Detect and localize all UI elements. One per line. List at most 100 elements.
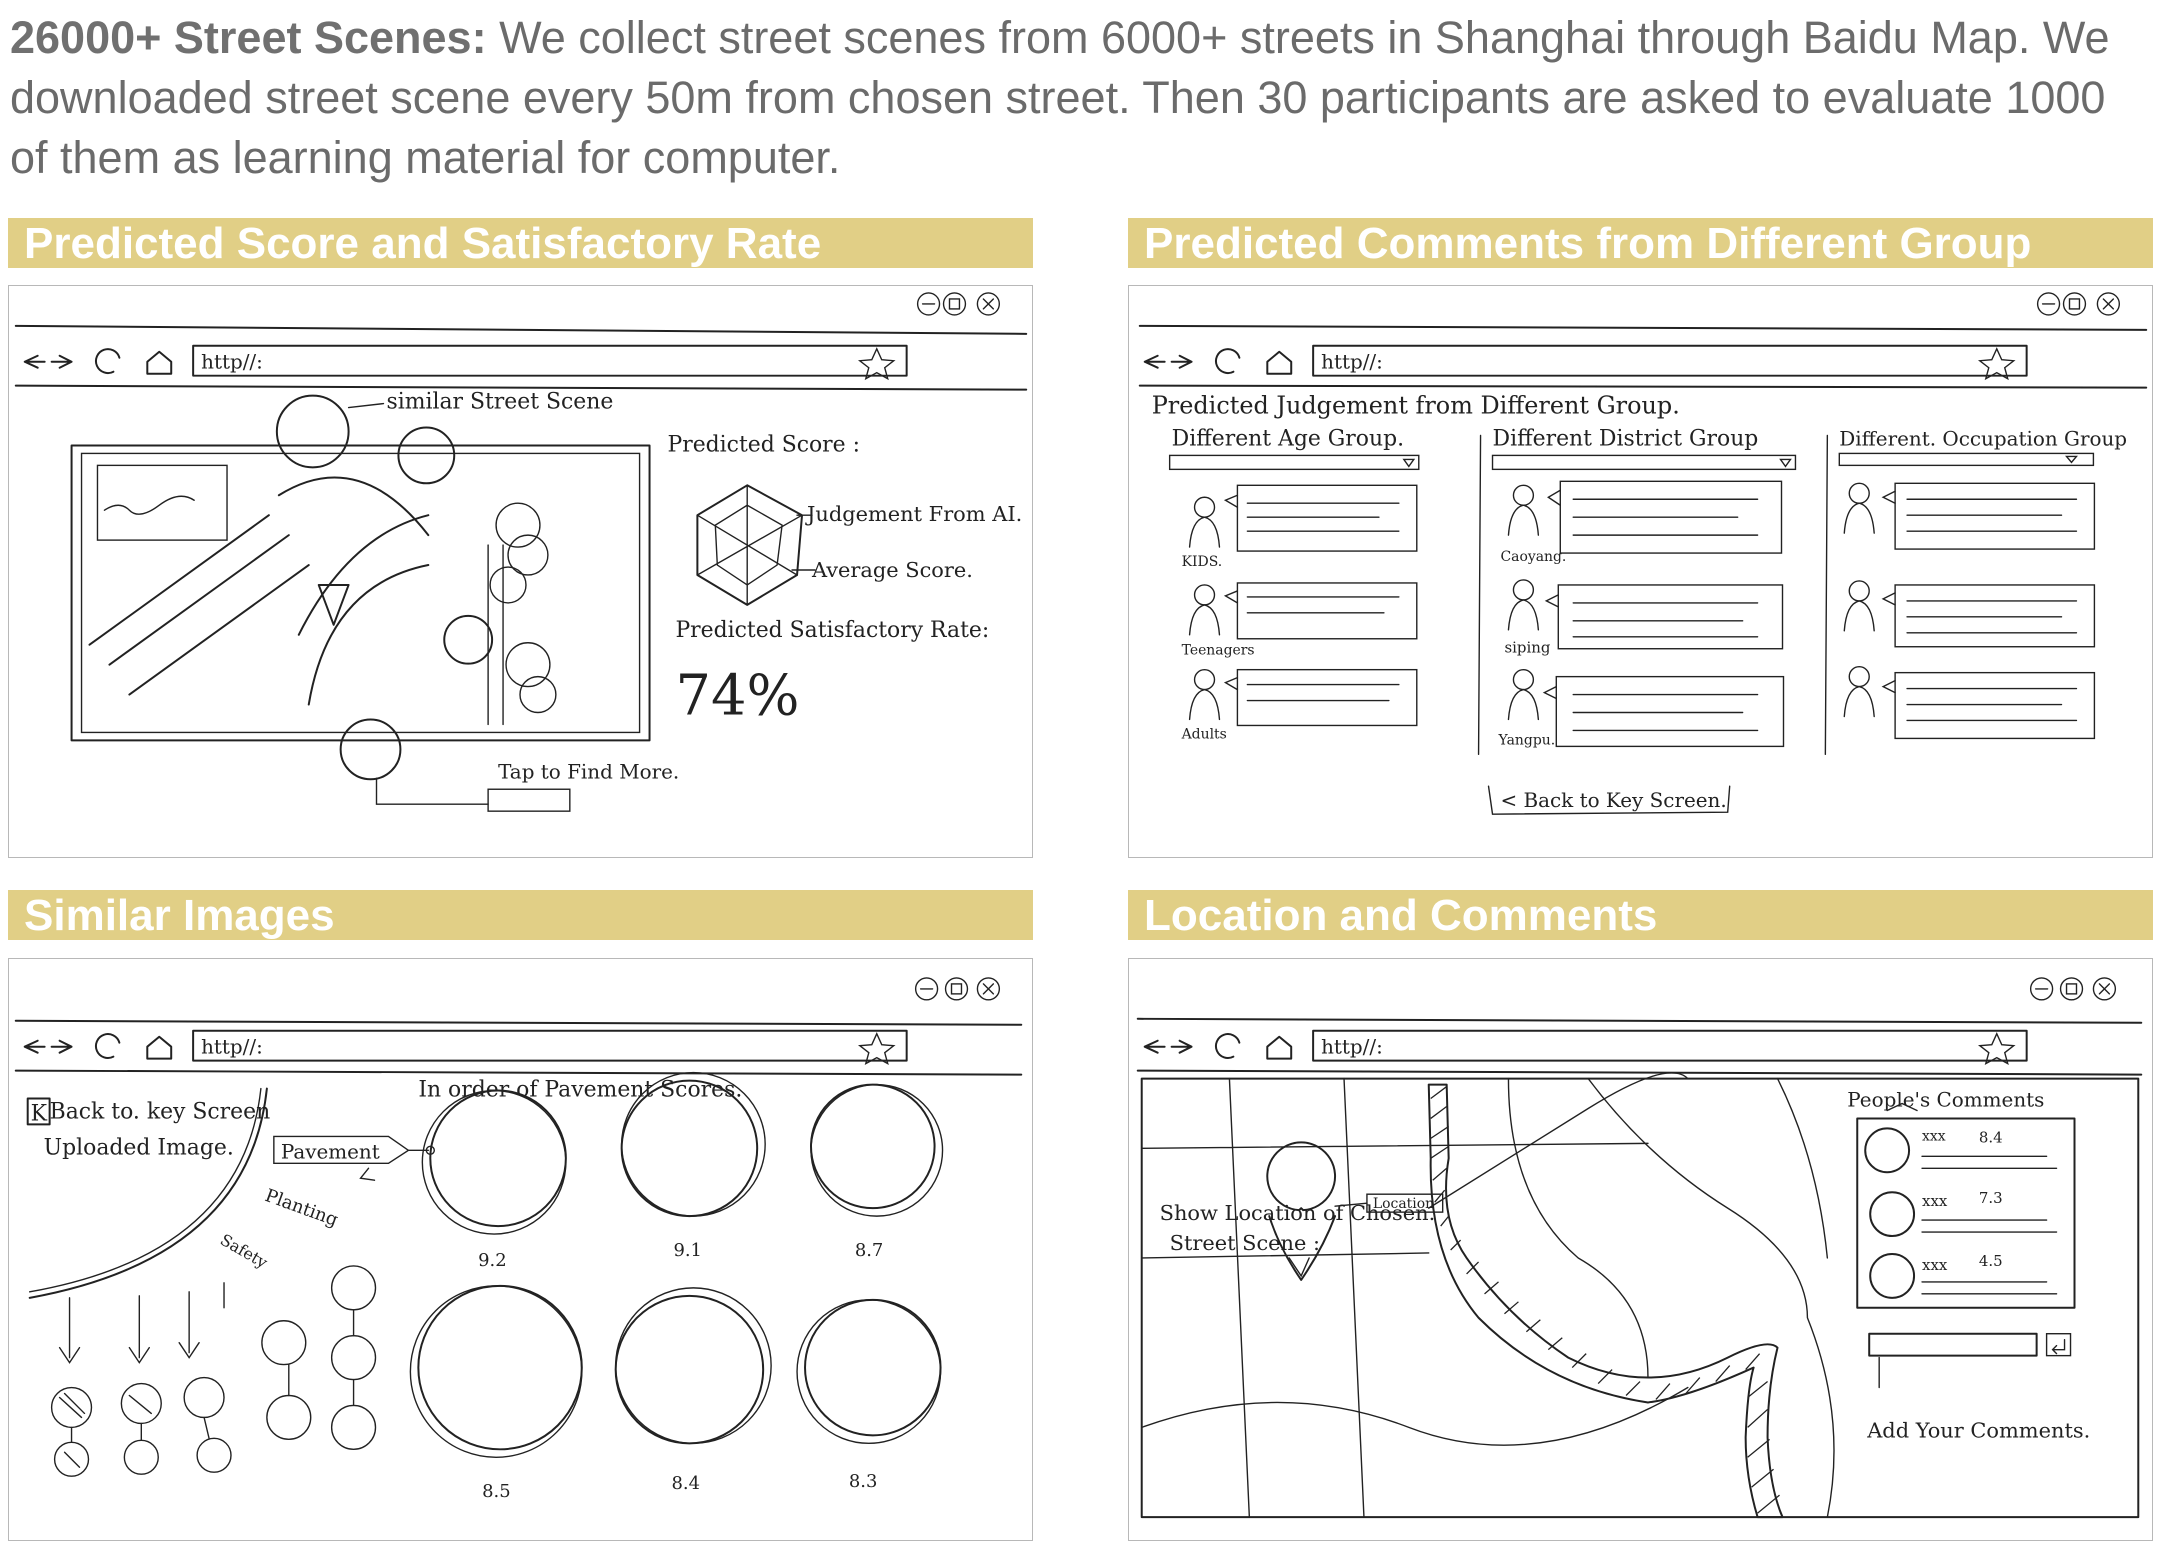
forward-arrow-icon[interactable]: [50, 354, 73, 369]
branch-pavement-tag[interactable]: [273, 1135, 410, 1164]
close-icon[interactable]: [976, 977, 1001, 1001]
back-key-screen-button[interactable]: < Back to Key Screen.: [1500, 789, 1726, 812]
bookmark-star-icon[interactable]: [1977, 347, 2016, 381]
satisfactory-rate-value: 74%: [675, 663, 799, 728]
district-item-label: siping: [1504, 639, 1550, 657]
close-icon[interactable]: [976, 292, 1001, 316]
comment-user: xxx: [1922, 1256, 1948, 1274]
person-icon: [1848, 665, 1870, 688]
home-icon[interactable]: [1266, 1035, 1293, 1060]
forward-arrow-icon[interactable]: [50, 1039, 73, 1054]
home-icon[interactable]: [1266, 350, 1293, 375]
similar-image-thumb[interactable]: [429, 1089, 567, 1228]
tap-find-more-label: Tap to Find More.: [498, 760, 679, 783]
close-icon[interactable]: [2092, 977, 2117, 1001]
maximize-icon[interactable]: [2059, 977, 2084, 1001]
comment-row[interactable]: xxx 8.4: [1864, 1127, 2058, 1174]
similar-street-label: similar Street Scene: [386, 390, 613, 415]
maximize-icon[interactable]: [944, 977, 969, 1001]
similar-image-thumb[interactable]: [417, 1284, 583, 1451]
sketch-location: http//:: [1136, 977, 2143, 1519]
bookmark-star-icon[interactable]: [857, 1032, 896, 1066]
close-icon[interactable]: [2096, 292, 2121, 316]
address-bar[interactable]: [1312, 344, 2028, 377]
map-view[interactable]: Location Show Location of Chosen. Street…: [1140, 1072, 2140, 1519]
predicted-score-label: Predicted Score :: [667, 432, 859, 457]
comment-bubble: [1557, 584, 1784, 650]
district-group-dropdown[interactable]: [1491, 454, 1797, 471]
address-bar[interactable]: [192, 344, 908, 377]
occupation-group-dropdown[interactable]: [1838, 452, 2095, 467]
refresh-icon[interactable]: [1214, 348, 1241, 375]
back-key-screen-icon[interactable]: [26, 1097, 51, 1126]
minimize-icon[interactable]: [916, 292, 941, 316]
similar-scene-circle[interactable]: [339, 718, 402, 781]
similar-scene-circle[interactable]: [443, 614, 494, 665]
address-bar[interactable]: [1312, 1029, 2028, 1062]
forward-arrow-icon[interactable]: [1170, 1039, 1193, 1054]
minimize-icon[interactable]: [2029, 977, 2054, 1001]
age-item-label: Teenagers: [1182, 643, 1255, 659]
location-pin-icon[interactable]: [1266, 1141, 1337, 1212]
location-tag[interactable]: [1366, 1193, 1444, 1213]
age-item-label: Adults: [1181, 726, 1227, 742]
back-key-screen-button[interactable]: Back to. key Screen: [50, 1099, 271, 1124]
submit-comment-button[interactable]: [2045, 1333, 2072, 1357]
panel-score: http//: similar Street Scene Predicted S…: [8, 285, 1033, 858]
similar-scene-circle[interactable]: [397, 426, 456, 485]
minimize-icon[interactable]: [2036, 292, 2061, 316]
minimize-icon[interactable]: [914, 977, 939, 1001]
chevron-down-icon[interactable]: [2065, 455, 2078, 464]
comment-bubble: [1236, 668, 1418, 727]
similar-score: 9.2: [478, 1250, 507, 1271]
person-icon: [1512, 579, 1535, 601]
comment-row[interactable]: xxx 4.5: [1869, 1252, 2058, 1299]
comment-bubble: [1894, 584, 2096, 648]
comments-panel: People's Comments xxx 8.4 xxx 7.3 xxx 4.…: [1847, 1088, 2090, 1442]
person-icon: [1512, 668, 1535, 691]
occupation-column: [1843, 482, 2096, 740]
similar-image-thumb[interactable]: [810, 1083, 936, 1210]
age-group-dropdown[interactable]: [1168, 454, 1420, 471]
window-controls: [2036, 292, 2121, 316]
sketch-comments: http//: Predicted Judgement from Differe…: [1138, 292, 2148, 815]
comment-user: xxx: [1922, 1192, 1948, 1210]
similar-score: 8.7: [855, 1240, 884, 1261]
back-arrow-icon[interactable]: [23, 354, 46, 369]
home-icon[interactable]: [146, 350, 173, 375]
similar-image-thumb[interactable]: [804, 1298, 942, 1437]
bookmark-star-icon[interactable]: [857, 347, 896, 381]
enter-icon: [2051, 1338, 2066, 1355]
comment-row[interactable]: xxx 7.3: [1869, 1189, 2058, 1238]
chevron-down-icon[interactable]: [1402, 458, 1416, 468]
maximize-icon[interactable]: [942, 292, 967, 316]
nav-bar: http//:: [1143, 1029, 2028, 1066]
district-group-heading: Different District Group: [1493, 426, 1759, 451]
similar-image-thumb[interactable]: [614, 1294, 765, 1445]
home-icon[interactable]: [146, 1035, 173, 1060]
uploaded-image-arc[interactable]: [28, 1087, 268, 1299]
refresh-icon[interactable]: [94, 348, 121, 375]
add-comment-input[interactable]: [1868, 1332, 2038, 1357]
comment-score: 8.4: [1979, 1128, 2003, 1146]
nav-bar: http//:: [23, 344, 908, 381]
chevron-down-icon[interactable]: [1779, 458, 1792, 468]
similar-scene-circle[interactable]: [275, 394, 350, 469]
person-icon: [1193, 496, 1216, 518]
back-arrow-icon[interactable]: [1143, 354, 1166, 369]
refresh-icon[interactable]: [94, 1033, 121, 1059]
sketch-similar: http//: K Back to. key Screen Uploaded I…: [14, 977, 1023, 1502]
back-arrow-icon[interactable]: [1143, 1039, 1166, 1054]
bookmark-star-icon[interactable]: [1977, 1032, 2016, 1066]
street-scene-image[interactable]: [70, 444, 651, 742]
back-arrow-icon[interactable]: [23, 1039, 46, 1054]
intro-text: We collect street scenes from 6000+ stre…: [10, 12, 2110, 183]
tap-find-more-button[interactable]: [487, 788, 571, 812]
refresh-icon[interactable]: [1214, 1033, 1241, 1059]
location-tag-label: Location: [1373, 1196, 1434, 1212]
maximize-icon[interactable]: [2062, 292, 2087, 316]
person-icon: [1848, 580, 1870, 602]
address-bar[interactable]: [192, 1029, 908, 1062]
forward-arrow-icon[interactable]: [1170, 354, 1193, 369]
district-column: Caoyang. siping Yangpu.: [1497, 480, 1785, 748]
